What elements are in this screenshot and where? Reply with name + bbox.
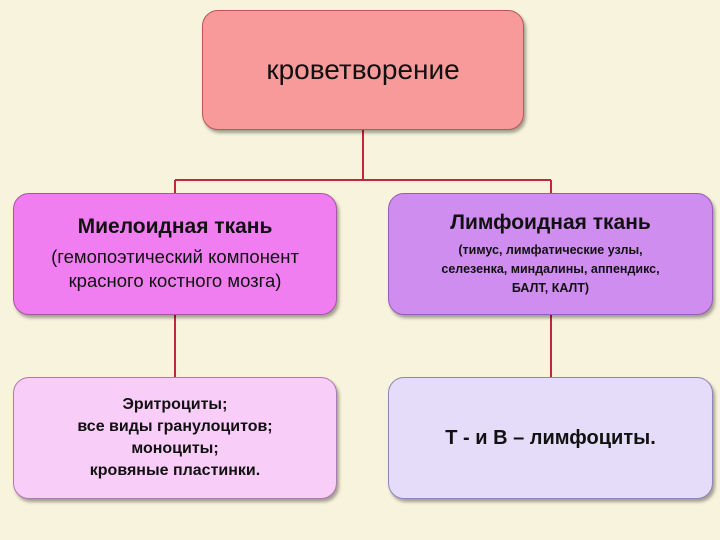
myeloid-product-item: все виды гранулоцитов; (77, 418, 273, 435)
myeloid-products-box: Эритроциты; все виды гранулоцитов; моноц… (13, 377, 337, 499)
myeloid-title: Миелоидная ткань (77, 215, 273, 238)
lymphoid-products-label: Т - и В – лимфоциты. (445, 426, 656, 449)
myeloid-product-item: кровяные пластинки. (89, 462, 261, 479)
myeloid-tissue-box: Миелоидная ткань (гемопоэтический компон… (13, 193, 337, 315)
lymphoid-description-line: БАЛТ, КАЛТ) (511, 280, 590, 295)
myeloid-product-item: Эритроциты; (122, 396, 228, 413)
lymphoid-products-box: Т - и В – лимфоциты. (388, 377, 713, 499)
myeloid-description: (гемопоэтический компонент красного кост… (51, 245, 299, 293)
lymphoid-title: Лимфоидная ткань (450, 210, 651, 234)
myeloid-description-line: (гемопоэтический компонент (51, 246, 299, 267)
lymphoid-description-line: (тимус, лимфатические узлы, (458, 242, 643, 257)
lymphoid-tissue-box: Лимфоидная ткань (тимус, лимфатические у… (388, 193, 713, 315)
lymphoid-description-line: селезенка, миндалины, аппендикс, (441, 261, 660, 276)
root-label: кроветворение (266, 54, 460, 85)
myeloid-products-list: Эритроциты; все виды гранулоцитов; моноц… (77, 394, 272, 482)
lymphoid-description: (тимус, лимфатические узлы, селезенка, м… (441, 241, 659, 298)
root-box-hematopoiesis: кроветворение (202, 10, 524, 130)
myeloid-product-item: моноциты; (131, 440, 219, 457)
myeloid-description-line: красного костного мозга) (68, 270, 282, 291)
